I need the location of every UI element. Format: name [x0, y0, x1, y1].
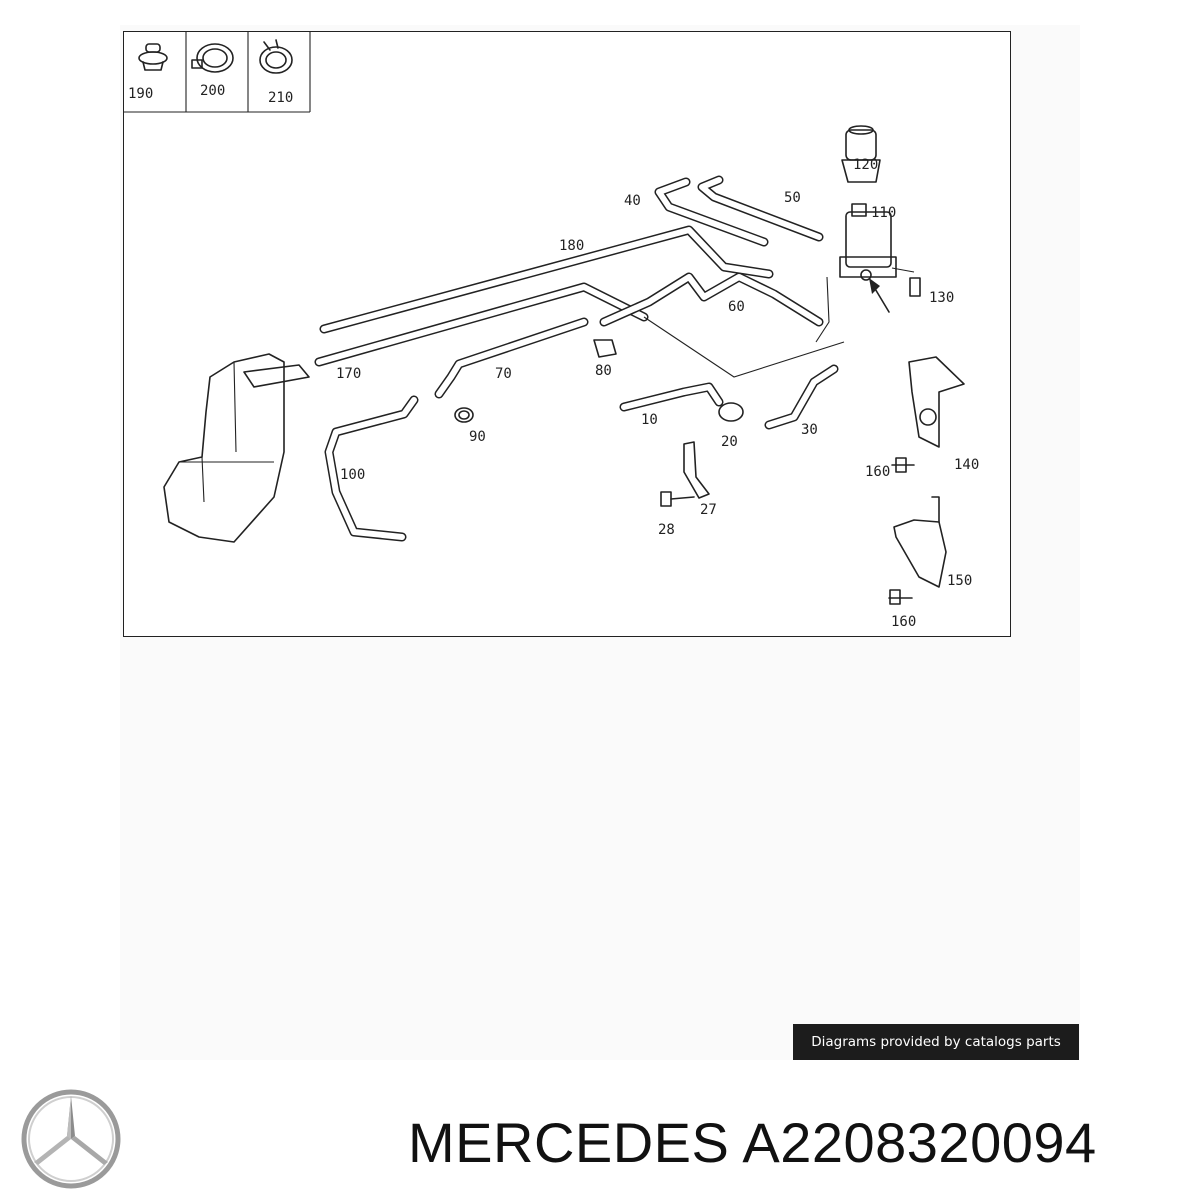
callout-100: 100	[340, 467, 365, 483]
clip-27	[683, 441, 710, 499]
hose-60	[599, 272, 824, 327]
clamp-20	[718, 402, 744, 422]
callout-30: 30	[801, 422, 818, 438]
callout-60: 60	[728, 299, 745, 315]
lead-line-a	[643, 316, 845, 378]
callout-40: 40	[624, 193, 641, 209]
legend-label-200: 200	[200, 83, 225, 99]
valve-unit-110	[839, 203, 897, 281]
pipe-180	[319, 225, 774, 334]
callout-170: 170	[336, 366, 361, 382]
callout-27: 27	[700, 502, 717, 518]
washer-reservoir	[163, 353, 310, 543]
callout-120: 120	[853, 157, 878, 173]
arrow-head	[869, 278, 880, 294]
callout-70: 70	[495, 366, 512, 382]
callout-180: 180	[559, 238, 584, 254]
diagram-drawing: 190 200 210	[124, 32, 979, 630]
pipe-170	[314, 282, 649, 367]
grommet-icon	[138, 43, 168, 71]
hose-50	[697, 175, 824, 242]
callout-140: 140	[954, 457, 979, 473]
hose-30	[764, 364, 839, 430]
hose-100	[324, 395, 419, 542]
product-title: MERCEDES A2208320094	[408, 1111, 1097, 1174]
pump-120	[841, 125, 881, 183]
clip-80	[593, 339, 617, 358]
sensor-130	[891, 267, 921, 297]
bracket-150	[893, 496, 947, 588]
legend-label-190: 190	[128, 86, 153, 102]
callout-20: 20	[721, 434, 738, 450]
callout-10: 10	[641, 412, 658, 428]
hose-40	[654, 177, 769, 247]
hose-clamp-icon	[191, 43, 234, 73]
screw-28	[660, 491, 695, 507]
callout-160-lower: 160	[891, 614, 916, 630]
callout-110: 110	[871, 205, 896, 221]
mercedes-star-logo	[21, 1089, 121, 1189]
callout-90: 90	[469, 429, 486, 445]
bracket-140	[908, 356, 965, 448]
grommet-90	[454, 407, 474, 423]
screw-160-lower	[888, 589, 913, 605]
hose-70	[434, 317, 589, 399]
parts-diagram: 190 200 210	[123, 31, 1011, 637]
lead-line-b	[815, 276, 830, 343]
legend-label-210: 210	[268, 90, 293, 106]
hose-10	[619, 382, 724, 412]
credit-badge: Diagrams provided by catalogs parts	[793, 1024, 1079, 1060]
legend-box: 190 200 210	[124, 32, 311, 113]
callout-150: 150	[947, 573, 972, 589]
callout-130: 130	[929, 290, 954, 306]
screw-160-upper	[891, 457, 915, 473]
spring-clamp-icon	[259, 39, 293, 74]
callout-28: 28	[658, 522, 675, 538]
callout-80: 80	[595, 363, 612, 379]
callout-160-upper: 160	[865, 464, 890, 480]
callout-50: 50	[784, 190, 801, 206]
